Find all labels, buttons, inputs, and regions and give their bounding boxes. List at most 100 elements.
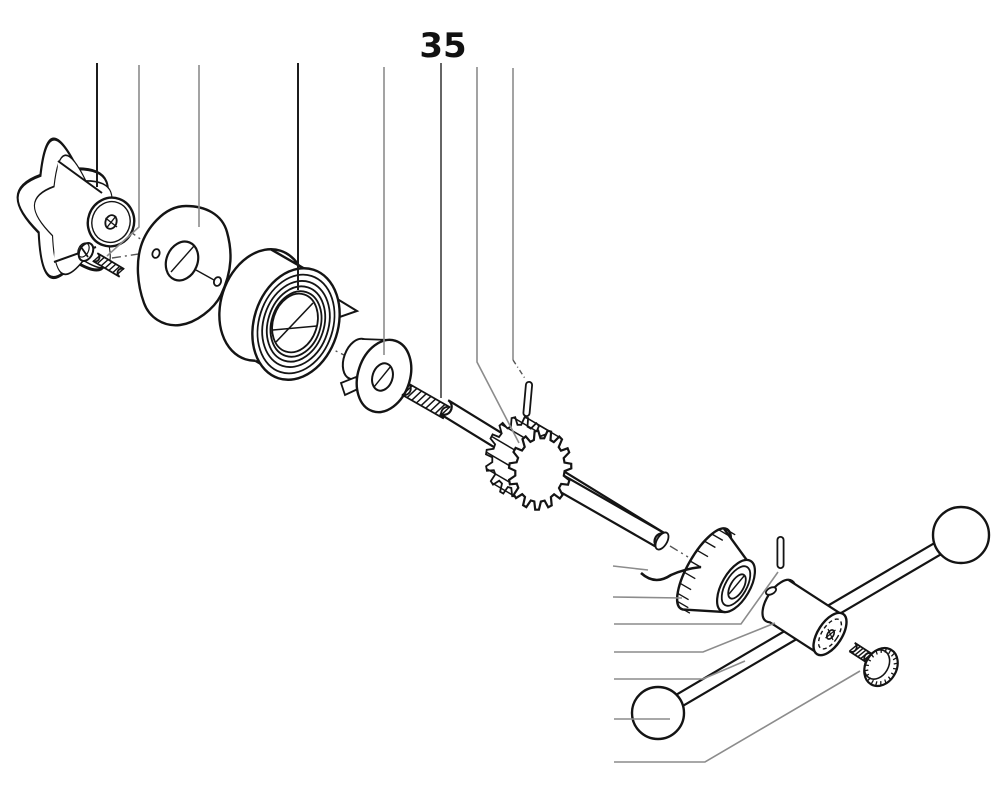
thread-hatch-line — [425, 398, 437, 409]
ball-end-right — [931, 505, 991, 565]
thread-hatch-line — [406, 387, 418, 399]
hole-cross-mark — [105, 215, 117, 229]
head-knurl-tick — [893, 662, 898, 665]
star-knob-drawing — [16, 137, 136, 280]
plate-small-hole — [151, 248, 161, 259]
collar-top-edge — [787, 578, 840, 614]
thumbscrew-drawing — [848, 642, 899, 688]
spring-coil-ring — [261, 280, 331, 368]
gear-tooth-edge — [491, 435, 515, 451]
knurl-tick — [676, 600, 689, 609]
axis-dash-segment — [669, 545, 689, 558]
knurl-tick — [711, 533, 724, 542]
hole-cross-mark — [827, 628, 834, 641]
cover-plate-drawing — [136, 204, 232, 327]
gear-front-face — [507, 429, 573, 511]
thread-hatch-line — [92, 254, 101, 262]
thread-hatch-line — [116, 268, 125, 276]
gear-tooth-edge — [513, 416, 537, 432]
thread-hatch-line — [854, 647, 864, 656]
thread-hatch-line — [104, 261, 113, 269]
leader-screw — [106, 65, 140, 257]
leader-knurled-wheel — [612, 596, 683, 599]
thread-hatch-line — [401, 385, 413, 396]
gear-roll-pin-drawing — [522, 381, 533, 417]
leader-collar-pin — [614, 571, 779, 625]
head-knurl-tick — [892, 656, 898, 661]
thread-hatch-line — [112, 265, 121, 274]
thread-hatch-line — [860, 651, 870, 660]
thread-hatch-line — [96, 256, 105, 265]
wheel-top-edge — [722, 527, 748, 561]
gear-tooth-edge — [485, 451, 510, 467]
spring-inner-chord — [272, 325, 318, 331]
washer-hole-line — [373, 365, 392, 388]
clip-wire — [640, 565, 702, 582]
wheel-front-ring — [720, 565, 752, 607]
plate-small-hole — [212, 276, 223, 287]
thread-hatch-line — [411, 390, 423, 401]
spring-coil-ring — [269, 290, 323, 358]
thread-hatch-line — [434, 403, 446, 415]
knurl-tick — [723, 527, 736, 536]
thread-hatch-line — [848, 644, 858, 652]
leader-shaft-end — [612, 565, 649, 571]
wheel-bottom-edge — [684, 608, 726, 614]
screw-head-top — [77, 242, 90, 258]
head-knurl-tick — [888, 649, 892, 655]
knurl-tick — [683, 571, 696, 580]
thumbscrew-head-face — [863, 649, 891, 680]
knurl-tick — [678, 606, 691, 614]
shaft-end-face — [654, 531, 670, 551]
head-knurl-tick — [887, 676, 892, 681]
gear-tooth-edge — [491, 482, 516, 498]
thread-hatch-line — [108, 263, 117, 271]
head-knurl-tick — [884, 679, 887, 684]
hub-top-edge — [57, 160, 103, 194]
thread-hatch-line — [851, 645, 861, 654]
roll-pin-fill — [524, 382, 532, 416]
spring-inner-end — [275, 302, 314, 343]
knurl-tick — [704, 540, 716, 549]
head-knurl-tick — [867, 658, 872, 662]
gear-tooth-edge — [486, 467, 510, 483]
head-knurl-tick — [890, 672, 895, 676]
leader-collar — [614, 622, 776, 653]
screw-drawing — [77, 242, 125, 278]
leader-lines — [96, 63, 861, 763]
gear-drawing — [485, 416, 573, 511]
spring-coil-ring — [265, 285, 327, 363]
knurled-wheel-drawing — [675, 527, 757, 614]
knurl-tick — [679, 582, 692, 591]
collar-bore-hidden — [817, 618, 843, 650]
wheel-bore — [727, 573, 747, 600]
wheel-bore-line — [728, 575, 745, 595]
head-knurl-tick — [865, 664, 869, 667]
knurl-tick — [677, 592, 689, 601]
hub-face-inner-ring — [91, 200, 131, 244]
leader-gear-pin-dash — [512, 359, 527, 381]
hole-diameter-line — [170, 245, 195, 273]
screw-slot — [79, 244, 89, 258]
head-knurl-tick — [893, 667, 897, 670]
clamp-collar-drawing — [761, 578, 848, 657]
head-knurl-tick — [870, 679, 874, 685]
knurl-tick — [718, 529, 730, 537]
collar-pin-hole — [765, 586, 777, 596]
leader-gear — [476, 67, 520, 444]
tab-washer-drawing — [339, 337, 413, 414]
hole-axis-line — [195, 269, 215, 281]
head-knurl-tick — [870, 653, 875, 658]
leader-handle-bar — [614, 660, 746, 680]
leader-thumbscrew — [614, 670, 861, 763]
knurl-tick — [696, 549, 709, 558]
thread-hatch-line — [415, 393, 427, 404]
head-knurl-tick — [890, 652, 896, 657]
thread-hatch-line — [429, 401, 441, 412]
spiral-spring-drawing — [218, 248, 360, 381]
spring-coil-ring — [256, 273, 336, 375]
figure-number: 35 — [419, 26, 466, 66]
head-knurl-tick — [874, 681, 878, 687]
